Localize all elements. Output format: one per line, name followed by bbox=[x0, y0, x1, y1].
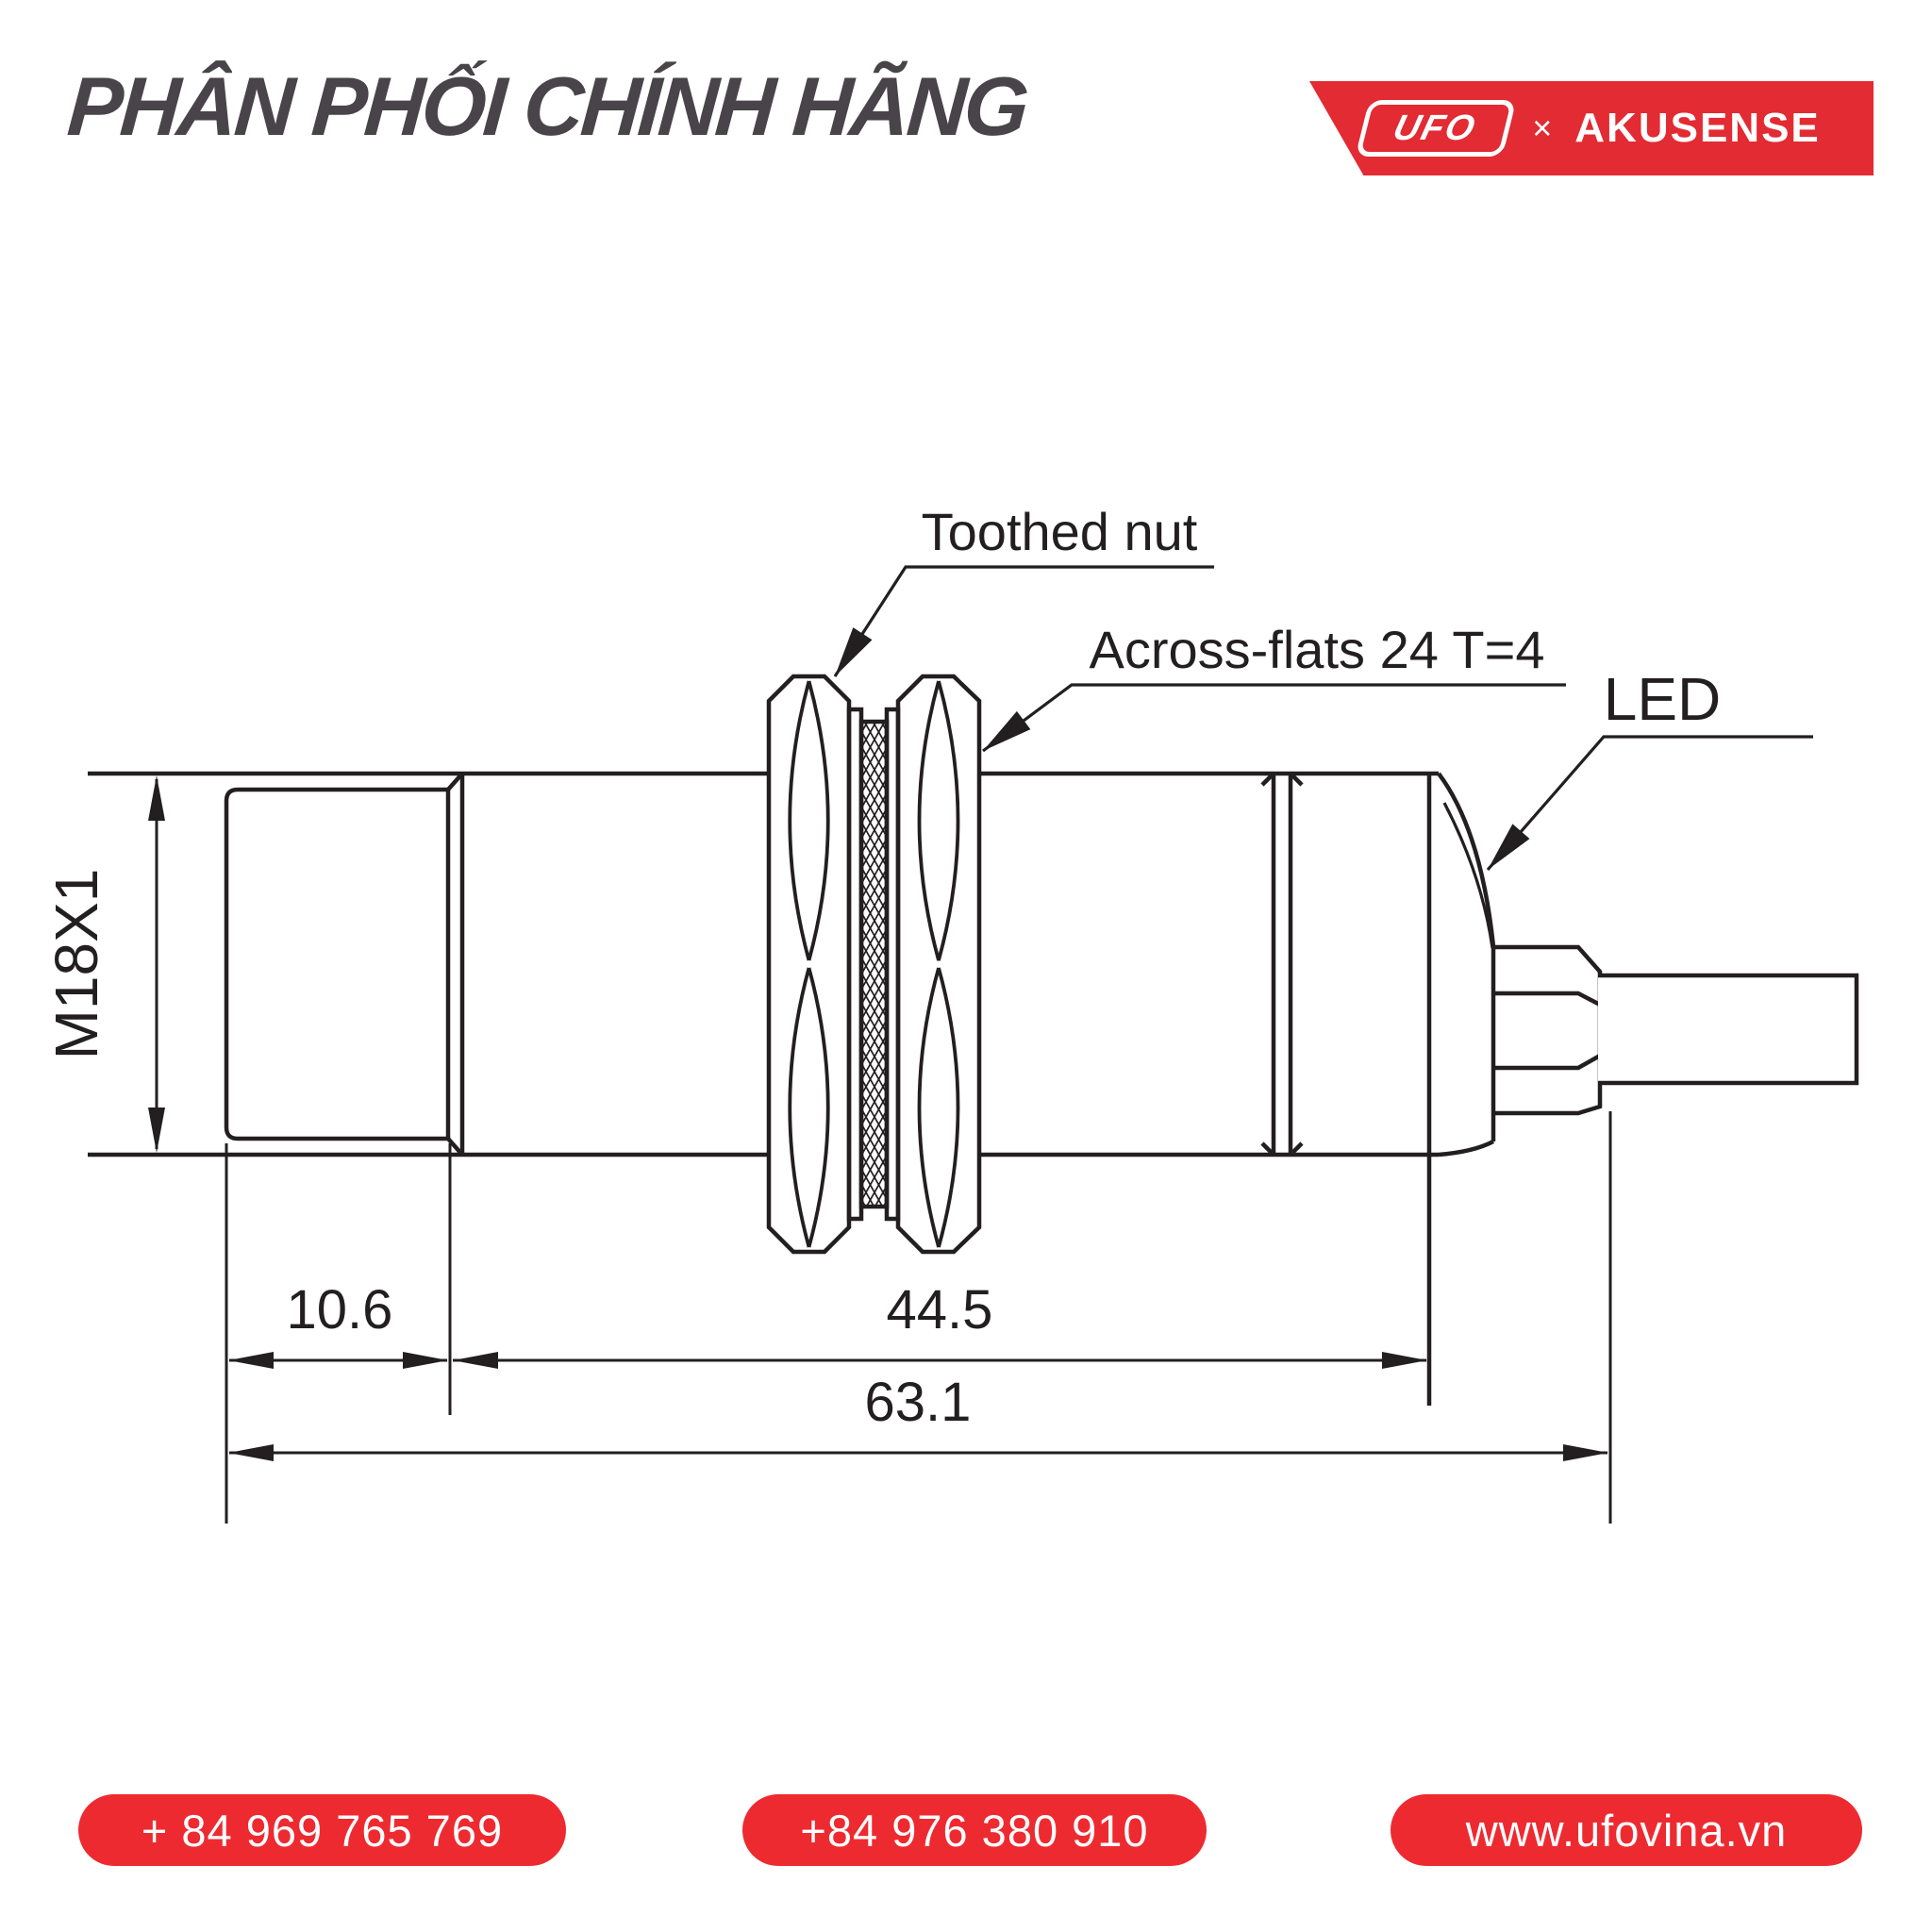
leader-toothed-nut bbox=[833, 565, 1214, 677]
front-cap bbox=[224, 772, 464, 1157]
phone-badge-1[interactable]: + 84 969 765 769 bbox=[78, 1794, 566, 1866]
label-across-flats: Across-flats 24 T=4 bbox=[1090, 620, 1545, 679]
dim-text-44-5: 44.5 bbox=[887, 1279, 993, 1341]
dimension-total-length bbox=[228, 1111, 1612, 1524]
barrel bbox=[88, 771, 1439, 1158]
phone-number-2: +84 976 380 910 bbox=[800, 1805, 1149, 1856]
dimension-barrel-length bbox=[453, 1352, 1427, 1369]
collab-x-icon: × bbox=[1532, 108, 1553, 147]
cable bbox=[1598, 973, 1859, 1086]
phone-number-1: + 84 969 765 769 bbox=[141, 1805, 504, 1856]
dim-text-m18x1: M18X1 bbox=[42, 869, 110, 1060]
label-led: LED bbox=[1604, 665, 1722, 733]
dim-text-63-1: 63.1 bbox=[865, 1372, 972, 1433]
label-toothed-nut: Toothed nut bbox=[922, 502, 1198, 561]
thread-relief-step bbox=[1260, 772, 1304, 1157]
partner-brand-name: AKUSENSE bbox=[1574, 105, 1821, 151]
dimension-front-length bbox=[225, 1143, 452, 1524]
website-badge[interactable]: www.ufovina.vn bbox=[1391, 1794, 1862, 1866]
cable-gland bbox=[1493, 944, 1603, 1116]
website-url: www.ufovina.vn bbox=[1465, 1805, 1788, 1856]
leader-led bbox=[1486, 735, 1813, 872]
toothed-nut-left bbox=[766, 674, 852, 1255]
dimension-m18x1 bbox=[148, 775, 165, 1153]
knurled-washer bbox=[846, 707, 901, 1222]
rear-housing bbox=[1426, 772, 1496, 1406]
toothed-nut-right bbox=[895, 674, 982, 1255]
phone-badge-2[interactable]: +84 976 380 910 bbox=[742, 1794, 1207, 1866]
brand-banner: UFO × AKUSENSE bbox=[1309, 81, 1874, 175]
leader-across-flats bbox=[982, 683, 1566, 753]
dim-text-10-6: 10.6 bbox=[287, 1279, 393, 1341]
